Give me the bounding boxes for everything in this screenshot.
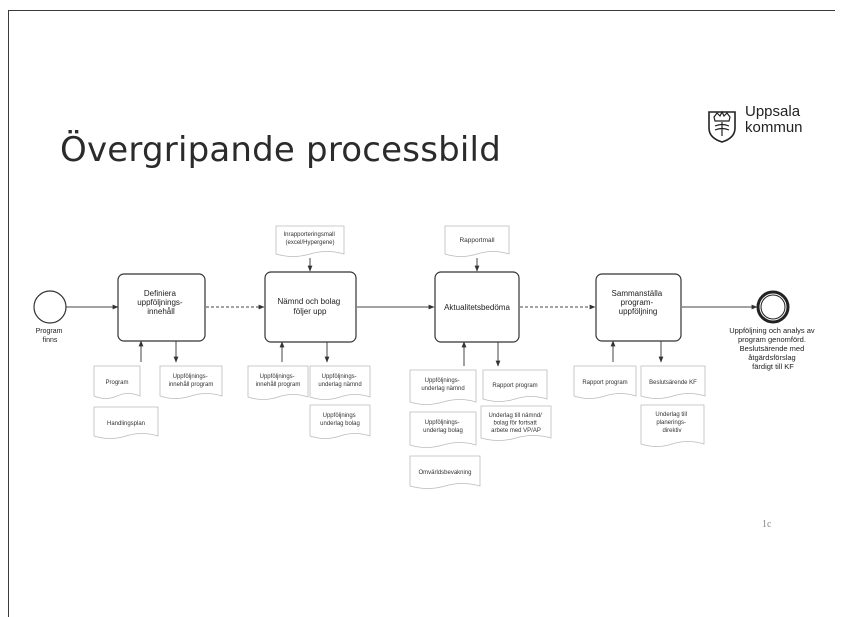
- logo-line-2: kommun: [745, 119, 803, 136]
- doc-rapport-program-out: Rapport program: [482, 369, 548, 402]
- page-number: 1c: [762, 519, 772, 530]
- doc-rapportmall: Rapportmall: [444, 225, 510, 257]
- logo-line-1: Uppsala: [745, 103, 801, 120]
- svg-text:Underlag till nämnd/ bol: Underlag till nämnd/ bolag för fortsatt …: [488, 413, 543, 434]
- doc-uppfoljningsunderlag-namnd-out: Uppföljnings- underlag nämnd: [309, 365, 371, 400]
- doc-underlag-planeringsdirektiv: Underlag till planerings- direktiv: [640, 404, 705, 447]
- doc-underlag-namnd-bolag: Underlag till nämnd/ bolag för fortsatt …: [480, 405, 552, 441]
- doc-beslutsarende-kf: Beslutsärende KF: [640, 365, 706, 399]
- doc-rapport-program-in: Rapport program: [573, 365, 637, 399]
- end-event-inner: [760, 294, 786, 320]
- page-title: Övergripande processbild: [60, 130, 501, 170]
- slide-border-top: [8, 10, 835, 11]
- svg-text:Nämnd och bolag följer u: Nämnd och bolag följer upp: [278, 297, 343, 316]
- doc-uppfoljningsunderlag-bolag-in: Uppföljnings- underlag bolag: [409, 411, 477, 448]
- svg-text:Uppföljnings- underlag n: Uppföljnings- underlag nämnd: [318, 374, 361, 388]
- uppsala-kommun-logo: [708, 110, 736, 143]
- task-define: Definiera uppföljnings- innehåll: [117, 273, 206, 342]
- svg-text:Beslutsärende KF: Beslutsärende KF: [649, 380, 697, 386]
- svg-text:Handlingsplan: Handlingsplan: [107, 421, 145, 427]
- doc-omvarldsbevakning: Omvärldsbevakning: [409, 455, 481, 489]
- slide-border-left: [8, 10, 9, 617]
- logo-wordmark: Uppsala kommun: [745, 104, 803, 136]
- doc-uppfoljningsunderlag-bolag-out: Uppföljnings underlag bolag: [309, 404, 371, 439]
- end-event: [756, 290, 790, 324]
- svg-text:Uppföljnings- innehåll p: Uppföljnings- innehåll program: [169, 374, 214, 388]
- task-namnd-bolag: Nämnd och bolag följer upp: [264, 271, 357, 343]
- svg-text:Uppföljnings- underlag n: Uppföljnings- underlag nämnd: [421, 378, 464, 392]
- doc-handlingsplan: Handlingsplan: [93, 406, 159, 439]
- task-sammanstalla: Sammanställa program- uppföljning: [595, 273, 682, 342]
- svg-text:Underlag till planerings: Underlag till planerings- direktiv: [655, 412, 688, 434]
- svg-text:Aktualitetsbedöma: Aktualitetsbedöma: [444, 303, 510, 312]
- svg-text:Rapportmall: Rapportmall: [459, 237, 495, 244]
- svg-text:Uppföljnings- innehåll p: Uppföljnings- innehåll program: [256, 374, 301, 388]
- svg-text:Inrapporteringsmall (exc: Inrapporteringsmall (excel/Hypergene): [283, 232, 336, 246]
- flow-lines: [66, 258, 758, 367]
- crown-shield-icon: [708, 110, 736, 143]
- task-aktualitet: Aktualitetsbedöma: [434, 271, 520, 343]
- svg-text:Uppföljnings underlag bo: Uppföljnings underlag bolag: [320, 413, 360, 427]
- doc-uppfoljningsinnehall-out: Uppföljnings- innehåll program: [159, 365, 223, 399]
- svg-text:Sammanställa program-: Sammanställa program- uppföljning: [612, 289, 665, 316]
- svg-text:Rapport program: Rapport program: [582, 380, 627, 386]
- doc-inrapporteringsmall: Inrapporteringsmall (excel/Hypergene): [275, 225, 345, 257]
- start-event-label: Program finns: [36, 328, 65, 344]
- doc-uppfoljningsunderlag-namnd-in: Uppföljnings- underlag nämnd: [409, 369, 477, 405]
- doc-uppfoljningsinnehall-in: Uppföljnings- innehåll program: [247, 365, 309, 400]
- svg-text:Omvärldsbevakning: Omvärldsbevakning: [418, 470, 471, 476]
- svg-text:Definiera uppföljnings-: Definiera uppföljnings- innehåll: [137, 289, 185, 316]
- start-event: [33, 290, 67, 324]
- end-event-label: Uppföljning och analys av program genomf…: [729, 326, 817, 371]
- svg-text:Program: Program: [105, 380, 128, 386]
- svg-text:Uppföljnings- underlag b: Uppföljnings- underlag bolag: [423, 420, 463, 434]
- svg-text:Rapport program: Rapport program: [492, 383, 537, 389]
- doc-program: Program: [93, 365, 141, 399]
